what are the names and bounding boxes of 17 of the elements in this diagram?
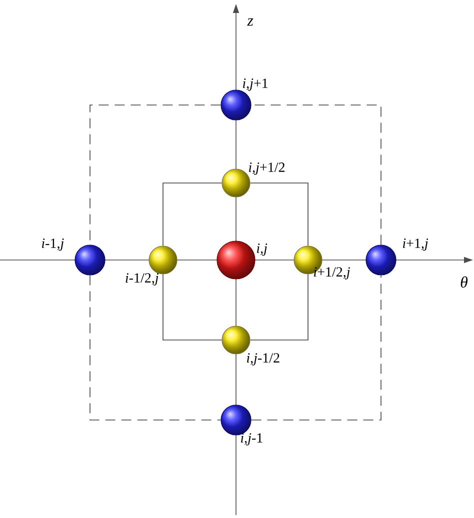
connector-line — [162, 274, 222, 340]
axis-label: θ — [460, 276, 468, 288]
node-label: i,j+1 — [242, 78, 268, 91]
connector-line — [162, 182, 222, 246]
node-label: i,j-1/2 — [246, 353, 280, 366]
connector-line — [250, 274, 308, 340]
connector-line — [90, 274, 222, 420]
axis-label: z — [247, 18, 254, 26]
node-label: i-1,j — [42, 238, 64, 251]
node-label: i-1/2,j — [126, 273, 158, 286]
node-label: i+1/2,j — [314, 267, 350, 280]
node-label: i,j+1/2 — [248, 162, 284, 175]
node-label: i,j-1 — [240, 433, 262, 446]
node-label: i,j — [256, 244, 268, 256]
node-label: i+1,j — [403, 238, 428, 251]
connector-line — [250, 182, 308, 246]
connector-line — [250, 274, 382, 420]
